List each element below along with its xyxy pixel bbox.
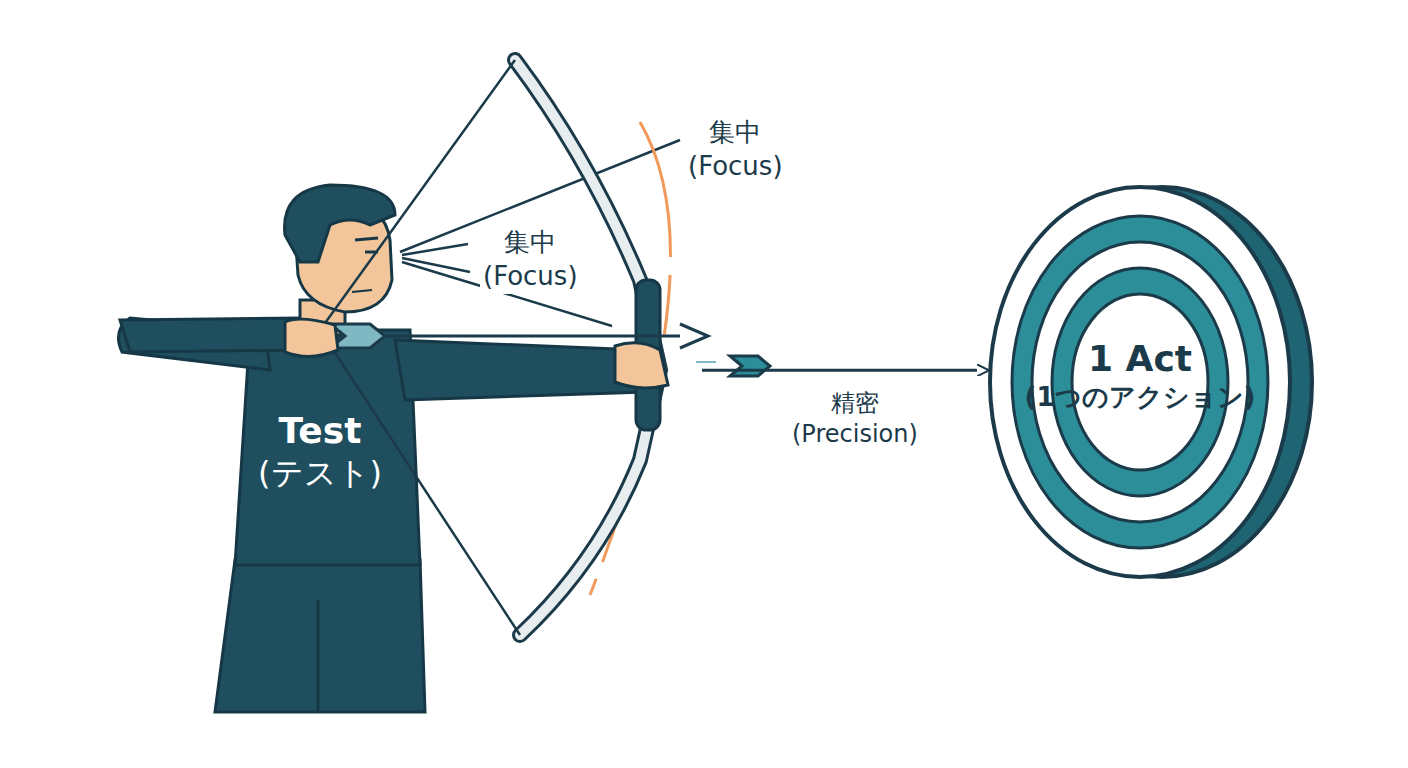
hands [285,319,668,388]
focus-label: 集中 (Focus) [480,226,581,294]
node-subtitle: (テスト) [258,453,382,493]
node-heading: Test [279,408,362,453]
archer-figure: Test(テスト) [110,50,702,720]
head [285,185,395,335]
arrow-fletching [696,356,770,376]
target-board: 1 Act(1つのアクション) [990,187,1290,577]
text-group: Test(テスト) [258,408,382,493]
edge-label: 精密 (Precision) [789,388,921,450]
torso [118,318,645,565]
node-heading: 1 Act [1088,336,1192,381]
flying-arrow [702,369,988,372]
legs [215,560,425,712]
target-rings [990,187,1290,577]
focus-label: 集中 (Focus) [685,116,786,184]
text-group: 1 Act(1つのアクション) [1025,336,1256,414]
bow [320,60,670,635]
node-subtitle: (1つのアクション) [1025,381,1256,414]
